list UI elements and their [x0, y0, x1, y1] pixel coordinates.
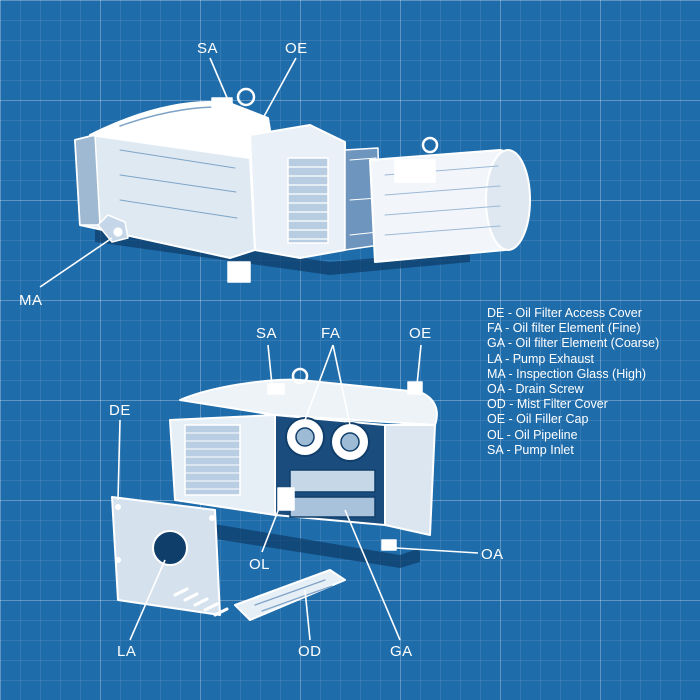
callout-bottom-la: LA: [117, 643, 137, 660]
pump-inlet: [267, 383, 285, 395]
leader-line: [344, 509, 401, 641]
callout-top-oe: OE: [285, 40, 308, 57]
lifting-eye: [236, 87, 256, 107]
legend-item-oe: OE - Oil Filler Cap: [487, 412, 589, 427]
cooling-fins: [184, 424, 241, 496]
top-pump-illustration: [74, 87, 531, 283]
pump-exhaust: [152, 530, 188, 566]
coarse-filter-element: [289, 469, 376, 493]
callout-bottom-de: DE: [109, 402, 131, 419]
terminal-box: [394, 159, 436, 183]
callout-bottom-ga: GA: [390, 643, 413, 660]
legend-item-oa: OA - Drain Screw: [487, 382, 584, 397]
oil-pipeline: [277, 487, 295, 511]
lifting-eye: [421, 136, 439, 154]
motor-end-cap: [485, 149, 531, 251]
legend-item-od: OD - Mist Filter Cover: [487, 397, 608, 412]
callout-bottom-od: OD: [298, 643, 322, 660]
pump-foot: [227, 261, 251, 283]
legend: DE - Oil Filter Access Cover FA - Oil fi…: [487, 306, 659, 458]
legend-item-fa: FA - Oil filter Element (Fine): [487, 321, 641, 336]
callout-bottom-sa: SA: [256, 325, 278, 342]
callout-bottom-oe: OE: [409, 325, 432, 342]
pump-inlet: [211, 97, 233, 111]
legend-item-sa: SA - Pump Inlet: [487, 442, 574, 457]
leader-line: [261, 57, 297, 121]
leader-lines: [39, 57, 479, 641]
lifting-eye: [291, 367, 309, 385]
cooling-fins: [287, 157, 329, 244]
leader-line: [304, 589, 311, 641]
leader-line: [416, 344, 422, 386]
bottom-pump-illustration: [111, 367, 438, 621]
legend-item-ol: OL - Oil Pipeline: [487, 427, 578, 442]
callout-top-ma: MA: [19, 292, 43, 309]
leader-line: [395, 547, 479, 554]
leader-line: [261, 497, 284, 553]
callout-bottom-fa: FA: [321, 325, 341, 342]
callout-top-sa: SA: [197, 40, 219, 57]
oil-filler-cap: [249, 119, 267, 131]
pump-lid: [179, 378, 438, 426]
leader-line: [332, 344, 351, 426]
legend-item-de: DE - Oil Filter Access Cover: [487, 306, 642, 320]
legend-item-ma: MA - Inspection Glass (High): [487, 366, 647, 381]
leader-line: [117, 419, 121, 501]
oil-filler-cap: [407, 381, 423, 395]
pump-hood: [89, 101, 271, 159]
leader-line: [267, 344, 273, 386]
leader-line: [209, 57, 229, 101]
leader-line: [39, 237, 113, 288]
drain-screw: [381, 539, 397, 551]
callout-bottom-ol: OL: [249, 556, 271, 573]
legend-item-la: LA - Pump Exhaust: [487, 351, 595, 366]
mist-filter-cover: [234, 569, 346, 621]
leader-line: [129, 559, 166, 641]
legend-item-ga: GA - Oil filter Element (Coarse): [487, 336, 660, 351]
callout-bottom-oa: OA: [481, 546, 504, 563]
leader-line: [304, 344, 334, 421]
